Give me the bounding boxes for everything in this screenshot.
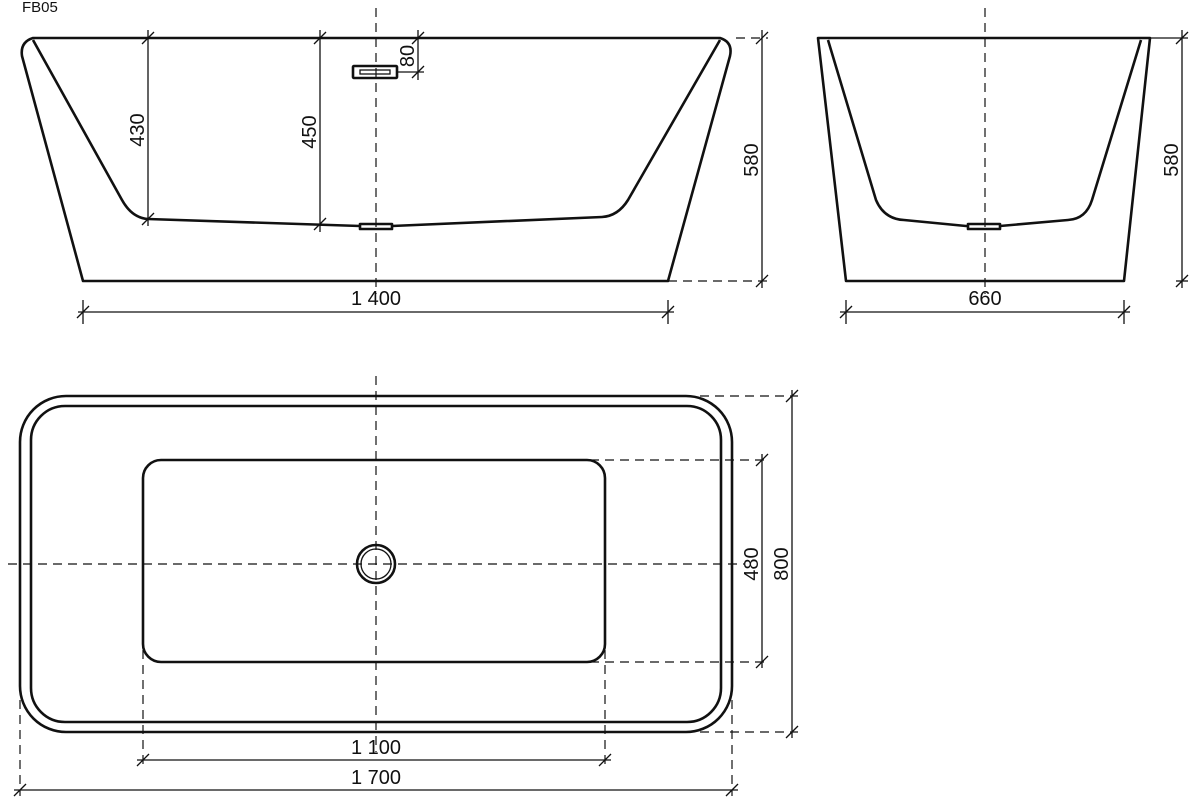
top-inner-width-tick-bottom: [755, 655, 769, 669]
side-drain: [966, 222, 1002, 231]
top-outer-width-label: 800: [771, 547, 793, 580]
front-overflow-tick-bottom: [411, 65, 425, 79]
top-outer-length-tick-right: [725, 783, 739, 797]
side-height-label: 580: [1161, 143, 1183, 176]
top-inner-width-label: 480: [741, 547, 763, 580]
top-outer-length-label: 1 700: [351, 767, 401, 789]
top-outer-length-tick-left: [13, 783, 27, 797]
side-height-tick-bottom: [1175, 274, 1189, 288]
top-inner-length-tick-left: [136, 753, 150, 767]
top-inner-length-tick-right: [598, 753, 612, 767]
side-width-label: 660: [968, 288, 1001, 310]
side-width-tick-right: [1117, 305, 1131, 319]
front-depth-center-tick-top: [313, 31, 327, 45]
side-outer-shell: [816, 36, 1152, 283]
top-inner-length-label: 1 100: [351, 737, 401, 759]
front-overflow-slot: [359, 69, 391, 75]
front-depth-center-label: 450: [299, 115, 321, 148]
top-basin-floor: [141, 458, 607, 664]
front-depth-center-tick-bottom: [313, 217, 327, 231]
front-width-label: 1 400: [351, 288, 401, 310]
front-height-tick-bottom: [755, 274, 769, 288]
side-width-tick-left: [839, 305, 853, 319]
model-code: FB05: [22, 0, 58, 16]
top-view: 1 100 1 700 480 800: [8, 376, 799, 797]
front-depth-left-tick-bottom: [141, 212, 155, 226]
side-height-tick-top: [1175, 31, 1189, 45]
front-overflow-tick-top: [411, 31, 425, 45]
front-overflow-label: 80: [397, 45, 419, 67]
top-inner-width-tick-top: [755, 453, 769, 467]
top-outer-width-tick-bottom: [785, 725, 799, 739]
top-outer-width-tick-top: [785, 389, 799, 403]
front-height-tick-top: [755, 31, 769, 45]
front-depth-left-tick-top: [141, 31, 155, 45]
front-width-tick-left: [76, 305, 90, 319]
front-height-label: 580: [741, 143, 763, 176]
front-view: 1 400 580 430 450 80: [20, 8, 769, 324]
front-width-tick-right: [661, 305, 675, 319]
side-view: 660 580: [816, 8, 1189, 324]
front-depth-left-label: 430: [127, 113, 149, 146]
